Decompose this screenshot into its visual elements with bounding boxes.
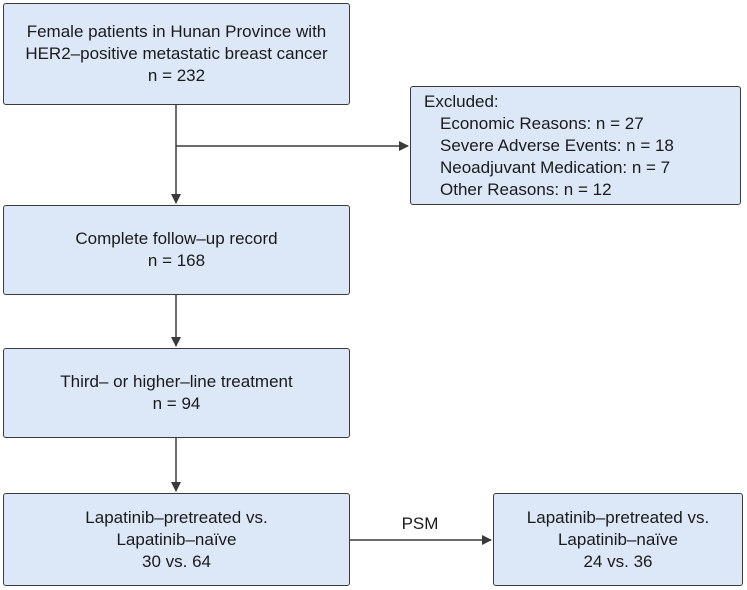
compare-line2: Lapatinib–naïve (116, 529, 237, 549)
thirdline-line1: Third– or higher–line treatment (60, 372, 293, 391)
excluded-item-economic: Economic Reasons: n = 27 (440, 113, 644, 133)
enroll-line2: HER2–positive metastatic breast cancer (25, 44, 328, 63)
excluded-box: Excluded: Economic Reasons: n = 27 Sever… (410, 86, 741, 205)
compare-line1: Lapatinib–pretreated vs. (85, 507, 268, 527)
followup-line1: Complete follow–up record (75, 229, 278, 248)
thirdline-count: n = 94 (152, 394, 201, 413)
excluded-item-neoadjuvant: Neoadjuvant Medication: n = 7 (440, 157, 671, 177)
thirdline-box: Third– or higher–line treatment n = 94 (3, 348, 350, 438)
comparison-box: Lapatinib–pretreated vs. Lapatinib–naïve… (3, 493, 350, 586)
enrollment-box: Female patients in Hunan Province with H… (3, 3, 350, 105)
psm-label: PSM (401, 514, 439, 533)
enroll-line1: Female patients in Hunan Province with (26, 22, 327, 41)
excluded-title: Excluded: (424, 91, 499, 111)
excluded-item-adverse: Severe Adverse Events: n = 18 (440, 135, 674, 155)
matched-line2: Lapatinib–naïve (557, 529, 679, 549)
excluded-item-other: Other Reasons: n = 12 (440, 179, 612, 199)
matched-box: Lapatinib–pretreated vs. Lapatinib–naïve… (493, 493, 743, 586)
compare-counts: 30 vs. 64 (142, 551, 211, 571)
enroll-count: n = 232 (147, 66, 206, 85)
matched-counts: 24 vs. 36 (583, 551, 653, 571)
matched-line1: Lapatinib–pretreated vs. (526, 507, 710, 527)
followup-count: n = 168 (147, 251, 206, 270)
followup-box: Complete follow–up record n = 168 (3, 205, 350, 295)
